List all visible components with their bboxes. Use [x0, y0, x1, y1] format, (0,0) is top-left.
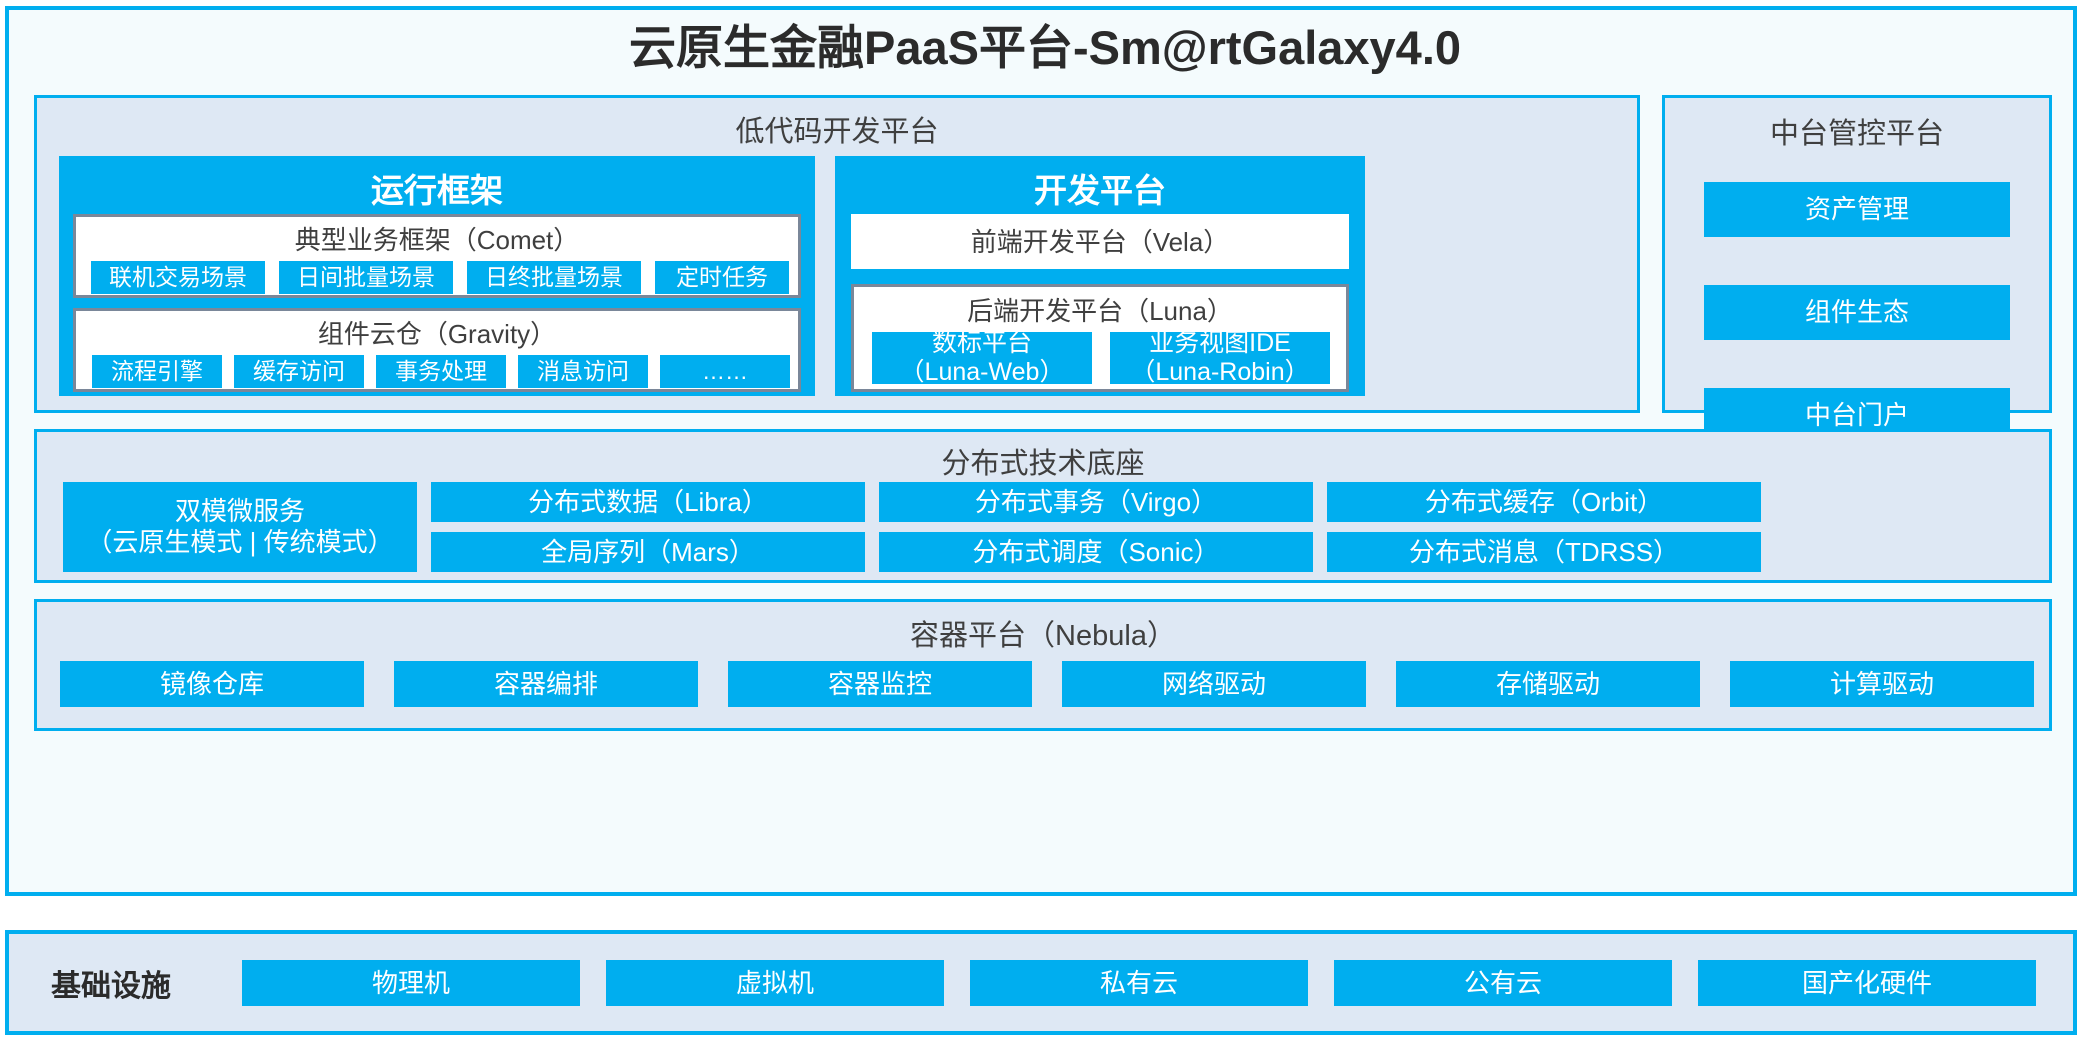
comet-item-intraday-batch[interactable]: 日间批量场景	[279, 261, 453, 294]
tech-base-distributed-scheduling[interactable]: 分布式调度（Sonic）	[879, 532, 1313, 572]
container-platform-panel: 容器平台（Nebula） 镜像仓库 容器编排 容器监控 网络驱动 存储驱动 计算…	[34, 599, 2052, 731]
tech-base-distributed-data[interactable]: 分布式数据（Libra）	[431, 482, 865, 522]
container-item-orchestration[interactable]: 容器编排	[394, 661, 698, 707]
development-platform-title: 开发平台	[1034, 172, 1166, 209]
console-platform-panel: 中台管控平台 资产管理 组件生态 中台门户	[1662, 95, 2052, 443]
console-item-asset-management[interactable]: 资产管理	[1704, 182, 2010, 237]
infrastructure-item-virtual-machine[interactable]: 虚拟机	[606, 960, 944, 1006]
comet-item-online-transaction[interactable]: 联机交易场景	[91, 261, 265, 294]
gravity-title: 组件云仓（Gravity）	[317, 319, 557, 349]
infrastructure-item-private-cloud[interactable]: 私有云	[970, 960, 1308, 1006]
container-item-monitoring[interactable]: 容器监控	[728, 661, 1032, 707]
container-platform-title: 容器平台（Nebula）	[910, 620, 1176, 652]
luna-item-luna-web[interactable]: 数标平台 （Luna-Web）	[872, 329, 1092, 386]
runtime-framework-title: 运行框架	[371, 172, 503, 209]
infrastructure-item-physical-machine[interactable]: 物理机	[242, 960, 580, 1006]
runtime-framework-group: 运行框架 典型业务框架（Comet） 联机交易场景 日间批量场景 日终批量场景 …	[59, 156, 815, 396]
console-platform-title: 中台管控平台	[1769, 118, 1944, 150]
infrastructure-item-domestic-hardware[interactable]: 国产化硬件	[1698, 960, 2036, 1006]
vela-card[interactable]: 前端开发平台（Vela）	[851, 214, 1349, 269]
comet-item-scheduled-task[interactable]: 定时任务	[655, 261, 789, 294]
comet-card: 典型业务框架（Comet） 联机交易场景 日间批量场景 日终批量场景 定时任务	[73, 214, 801, 298]
luna-title: 后端开发平台（Luna）	[967, 296, 1233, 326]
gravity-item-process-engine[interactable]: 流程引擎	[92, 355, 222, 388]
gravity-item-more[interactable]: ……	[660, 355, 790, 388]
gravity-item-message-access[interactable]: 消息访问	[518, 355, 648, 388]
lowcode-platform-title: 低代码开发平台	[735, 116, 939, 148]
tech-base-global-sequence[interactable]: 全局序列（Mars）	[431, 532, 865, 572]
tech-base-distributed-cache[interactable]: 分布式缓存（Orbit）	[1327, 482, 1761, 522]
container-item-network-driver[interactable]: 网络驱动	[1062, 661, 1366, 707]
infrastructure-panel: 基础设施 物理机 虚拟机 私有云 公有云 国产化硬件	[5, 930, 2077, 1035]
container-item-storage-driver[interactable]: 存储驱动	[1396, 661, 1700, 707]
tech-base-distributed-transaction[interactable]: 分布式事务（Virgo）	[879, 482, 1313, 522]
luna-item-luna-robin[interactable]: 业务视图IDE （Luna-Robin）	[1110, 329, 1330, 386]
platform-shell: 云原生金融PaaS平台-Sm@rtGalaxy4.0 低代码开发平台 运行框架 …	[5, 6, 2077, 896]
tech-base-title: 分布式技术底座	[941, 448, 1145, 480]
gravity-card: 组件云仓（Gravity） 流程引擎 缓存访问 事务处理 消息访问 ……	[73, 308, 801, 392]
tech-base-distributed-message[interactable]: 分布式消息（TDRSS）	[1327, 532, 1761, 572]
comet-item-eod-batch[interactable]: 日终批量场景	[467, 261, 641, 294]
container-item-compute-driver[interactable]: 计算驱动	[1730, 661, 2034, 707]
lowcode-platform-panel: 低代码开发平台 运行框架 典型业务框架（Comet） 联机交易场景 日间批量场景…	[34, 95, 1640, 413]
tech-base-panel: 分布式技术底座 双模微服务 （云原生模式 | 传统模式） 分布式数据（Libra…	[34, 429, 2052, 583]
infrastructure-item-public-cloud[interactable]: 公有云	[1334, 960, 1672, 1006]
container-item-image-registry[interactable]: 镜像仓库	[60, 661, 364, 707]
tech-base-dual-mode-microservice[interactable]: 双模微服务 （云原生模式 | 传统模式）	[63, 482, 417, 572]
console-item-component-ecosystem[interactable]: 组件生态	[1704, 285, 2010, 340]
vela-title: 前端开发平台（Vela）	[970, 227, 1230, 257]
gravity-item-cache-access[interactable]: 缓存访问	[234, 355, 364, 388]
page-title: 云原生金融PaaS平台-Sm@rtGalaxy4.0	[628, 21, 1462, 74]
development-platform-group: 开发平台 前端开发平台（Vela） 后端开发平台（Luna） 数标平台 （Lun…	[835, 156, 1365, 396]
infrastructure-label: 基础设施	[51, 969, 171, 1003]
gravity-item-transaction-processing[interactable]: 事务处理	[376, 355, 506, 388]
comet-title: 典型业务框架（Comet）	[294, 225, 580, 255]
luna-card: 后端开发平台（Luna） 数标平台 （Luna-Web） 业务视图IDE （Lu…	[851, 284, 1349, 392]
